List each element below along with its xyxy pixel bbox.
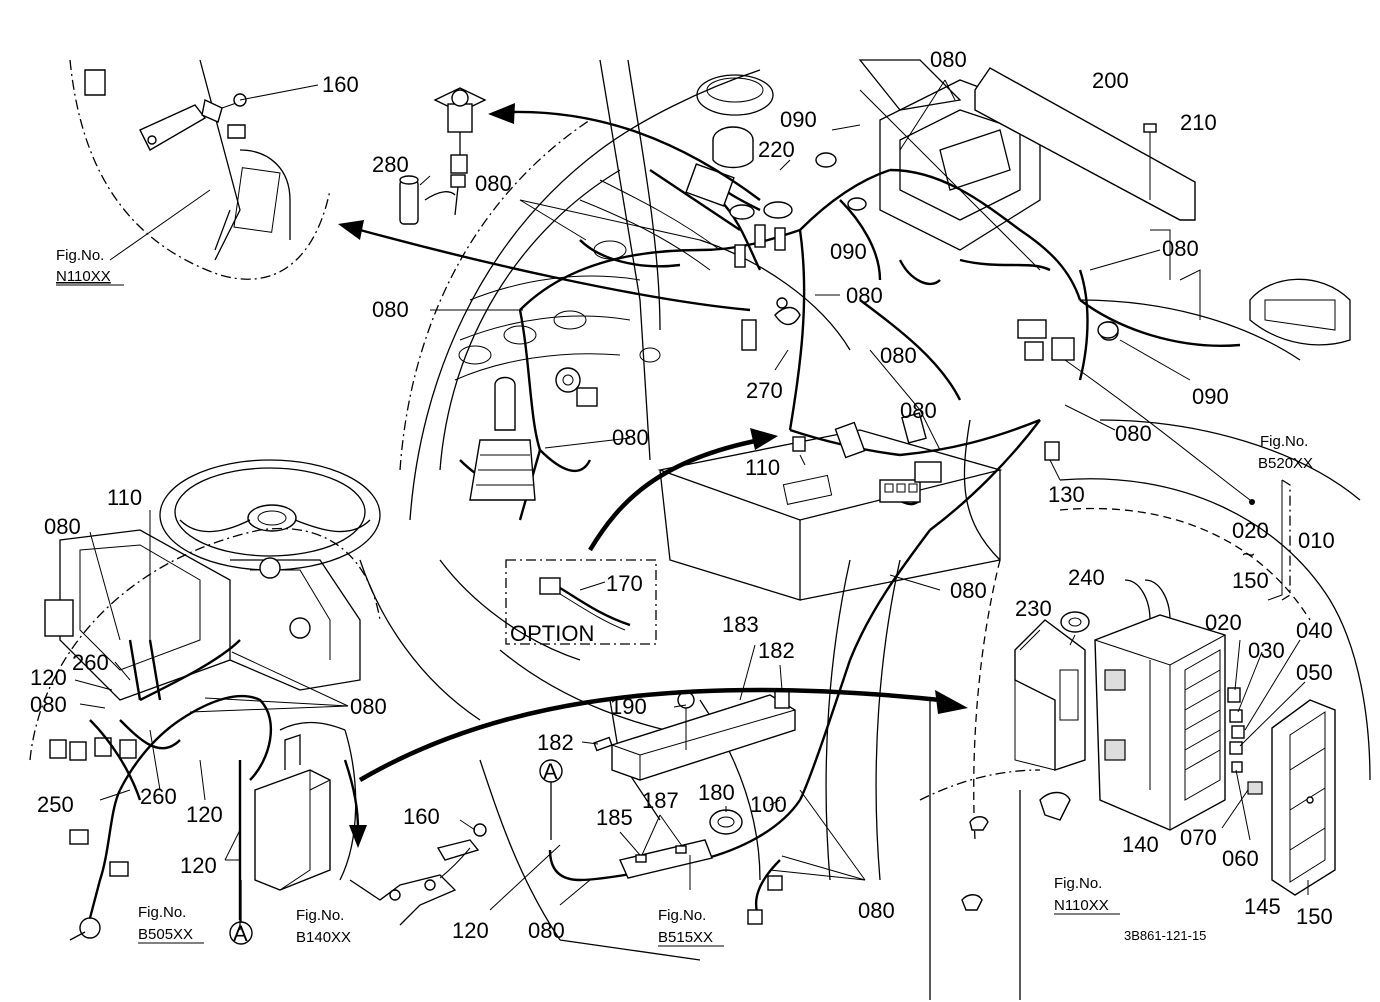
part-label: 080 [950, 578, 987, 603]
part-label: 060 [1222, 846, 1259, 871]
part-label: 110 [745, 455, 780, 480]
ref-marker-a: A [543, 759, 558, 784]
part-label: 040 [1296, 618, 1333, 643]
part-label: 130 [1048, 482, 1085, 507]
fig-ref-code: B140XX [296, 929, 351, 946]
fig-ref-title: Fig.No. [1260, 433, 1308, 450]
part-label: 120 [30, 665, 67, 690]
fig-ref-title: Fig.No. [296, 907, 344, 924]
part-label: 080 [1115, 421, 1152, 446]
range-bracket [1281, 479, 1291, 601]
tractor-body-outline [359, 59, 1371, 1000]
part-label: 280 [372, 152, 409, 177]
part-label: 170 [606, 571, 643, 596]
part-labels: 160 280 080 220 090 080 200 210 090 080 … [30, 47, 1335, 943]
part-label: 020 [1205, 610, 1242, 635]
fig-ref-code: B505XX [138, 926, 193, 943]
connection-arrows [239, 103, 968, 930]
part-label: 187 [642, 788, 679, 813]
part-label: 110 [107, 485, 142, 510]
part-label: 120 [186, 802, 223, 827]
part-label: 080 [900, 398, 937, 423]
fig-ref-title: Fig.No. [138, 904, 186, 921]
part-label: 080 [350, 694, 387, 719]
ref-marker-a: A [233, 921, 248, 946]
part-label: 020 [1232, 518, 1269, 543]
part-label: 180 [698, 780, 735, 805]
part-label: 200 [1092, 68, 1129, 93]
part-label: 090 [830, 239, 867, 264]
inset-top-left [69, 59, 331, 280]
part-label: 190 [610, 694, 647, 719]
part-label: 145 [1244, 894, 1281, 919]
part-label: 260 [72, 650, 109, 675]
option-label: OPTION [510, 621, 594, 646]
part-label: 185 [596, 805, 633, 830]
part-label: 250 [37, 792, 74, 817]
part-label: 220 [758, 137, 795, 162]
part-label: 080 [1162, 236, 1199, 261]
part-label: 182 [537, 730, 574, 755]
drawing-code: 3B861-121-15 [1124, 928, 1206, 943]
part-label: 090 [1192, 384, 1229, 409]
part-label: 183 [722, 612, 759, 637]
part-label: 010 [1298, 528, 1335, 553]
part-label: 080 [880, 343, 917, 368]
part-label: 080 [372, 297, 409, 322]
part-label: 270 [746, 378, 783, 403]
part-label: 080 [612, 425, 649, 450]
reference-markers: A A [233, 759, 558, 946]
fig-ref-code: N110XX [56, 268, 111, 285]
part-label: 160 [322, 72, 359, 97]
part-label: 080 [846, 283, 883, 308]
range-separator: ~ [1242, 542, 1255, 567]
fig-ref-title: Fig.No. [1054, 875, 1102, 892]
part-label: 150 [1296, 904, 1333, 929]
part-label: 050 [1296, 660, 1333, 685]
fig-ref-code: B515XX [658, 929, 713, 946]
part-label: 080 [475, 171, 512, 196]
part-label: 140 [1122, 832, 1159, 857]
fig-ref-code: N110XX [1054, 897, 1109, 914]
part-label: 150 [1232, 568, 1269, 593]
part-label: 080 [528, 918, 565, 943]
option-box [505, 559, 657, 645]
part-label: 080 [30, 692, 67, 717]
part-label: 120 [180, 853, 217, 878]
fig-ref-title: Fig.No. [56, 247, 104, 264]
part-label: 070 [1180, 825, 1217, 850]
inset-left [29, 459, 487, 941]
fig-ref-title: Fig.No. [658, 907, 706, 924]
part-label: 160 [403, 804, 440, 829]
harness-components [229, 67, 1336, 945]
figure-references: Fig.No. N110XX Fig.No. B520XX Fig.No. B5… [56, 247, 1313, 947]
part-label: 030 [1248, 638, 1285, 663]
part-label: 210 [1180, 110, 1217, 135]
part-label: 182 [758, 638, 795, 663]
part-label: 080 [858, 898, 895, 923]
part-label: 080 [44, 514, 81, 539]
part-label: 120 [452, 918, 489, 943]
part-label: 230 [1015, 596, 1052, 621]
part-label: 260 [140, 784, 177, 809]
part-label: 080 [930, 47, 967, 72]
part-label: 100 [750, 792, 787, 817]
part-label: 090 [780, 107, 817, 132]
leader-lines [74, 79, 1306, 911]
part-label: 240 [1068, 565, 1105, 590]
fig-ref-code: B520XX [1258, 455, 1313, 472]
